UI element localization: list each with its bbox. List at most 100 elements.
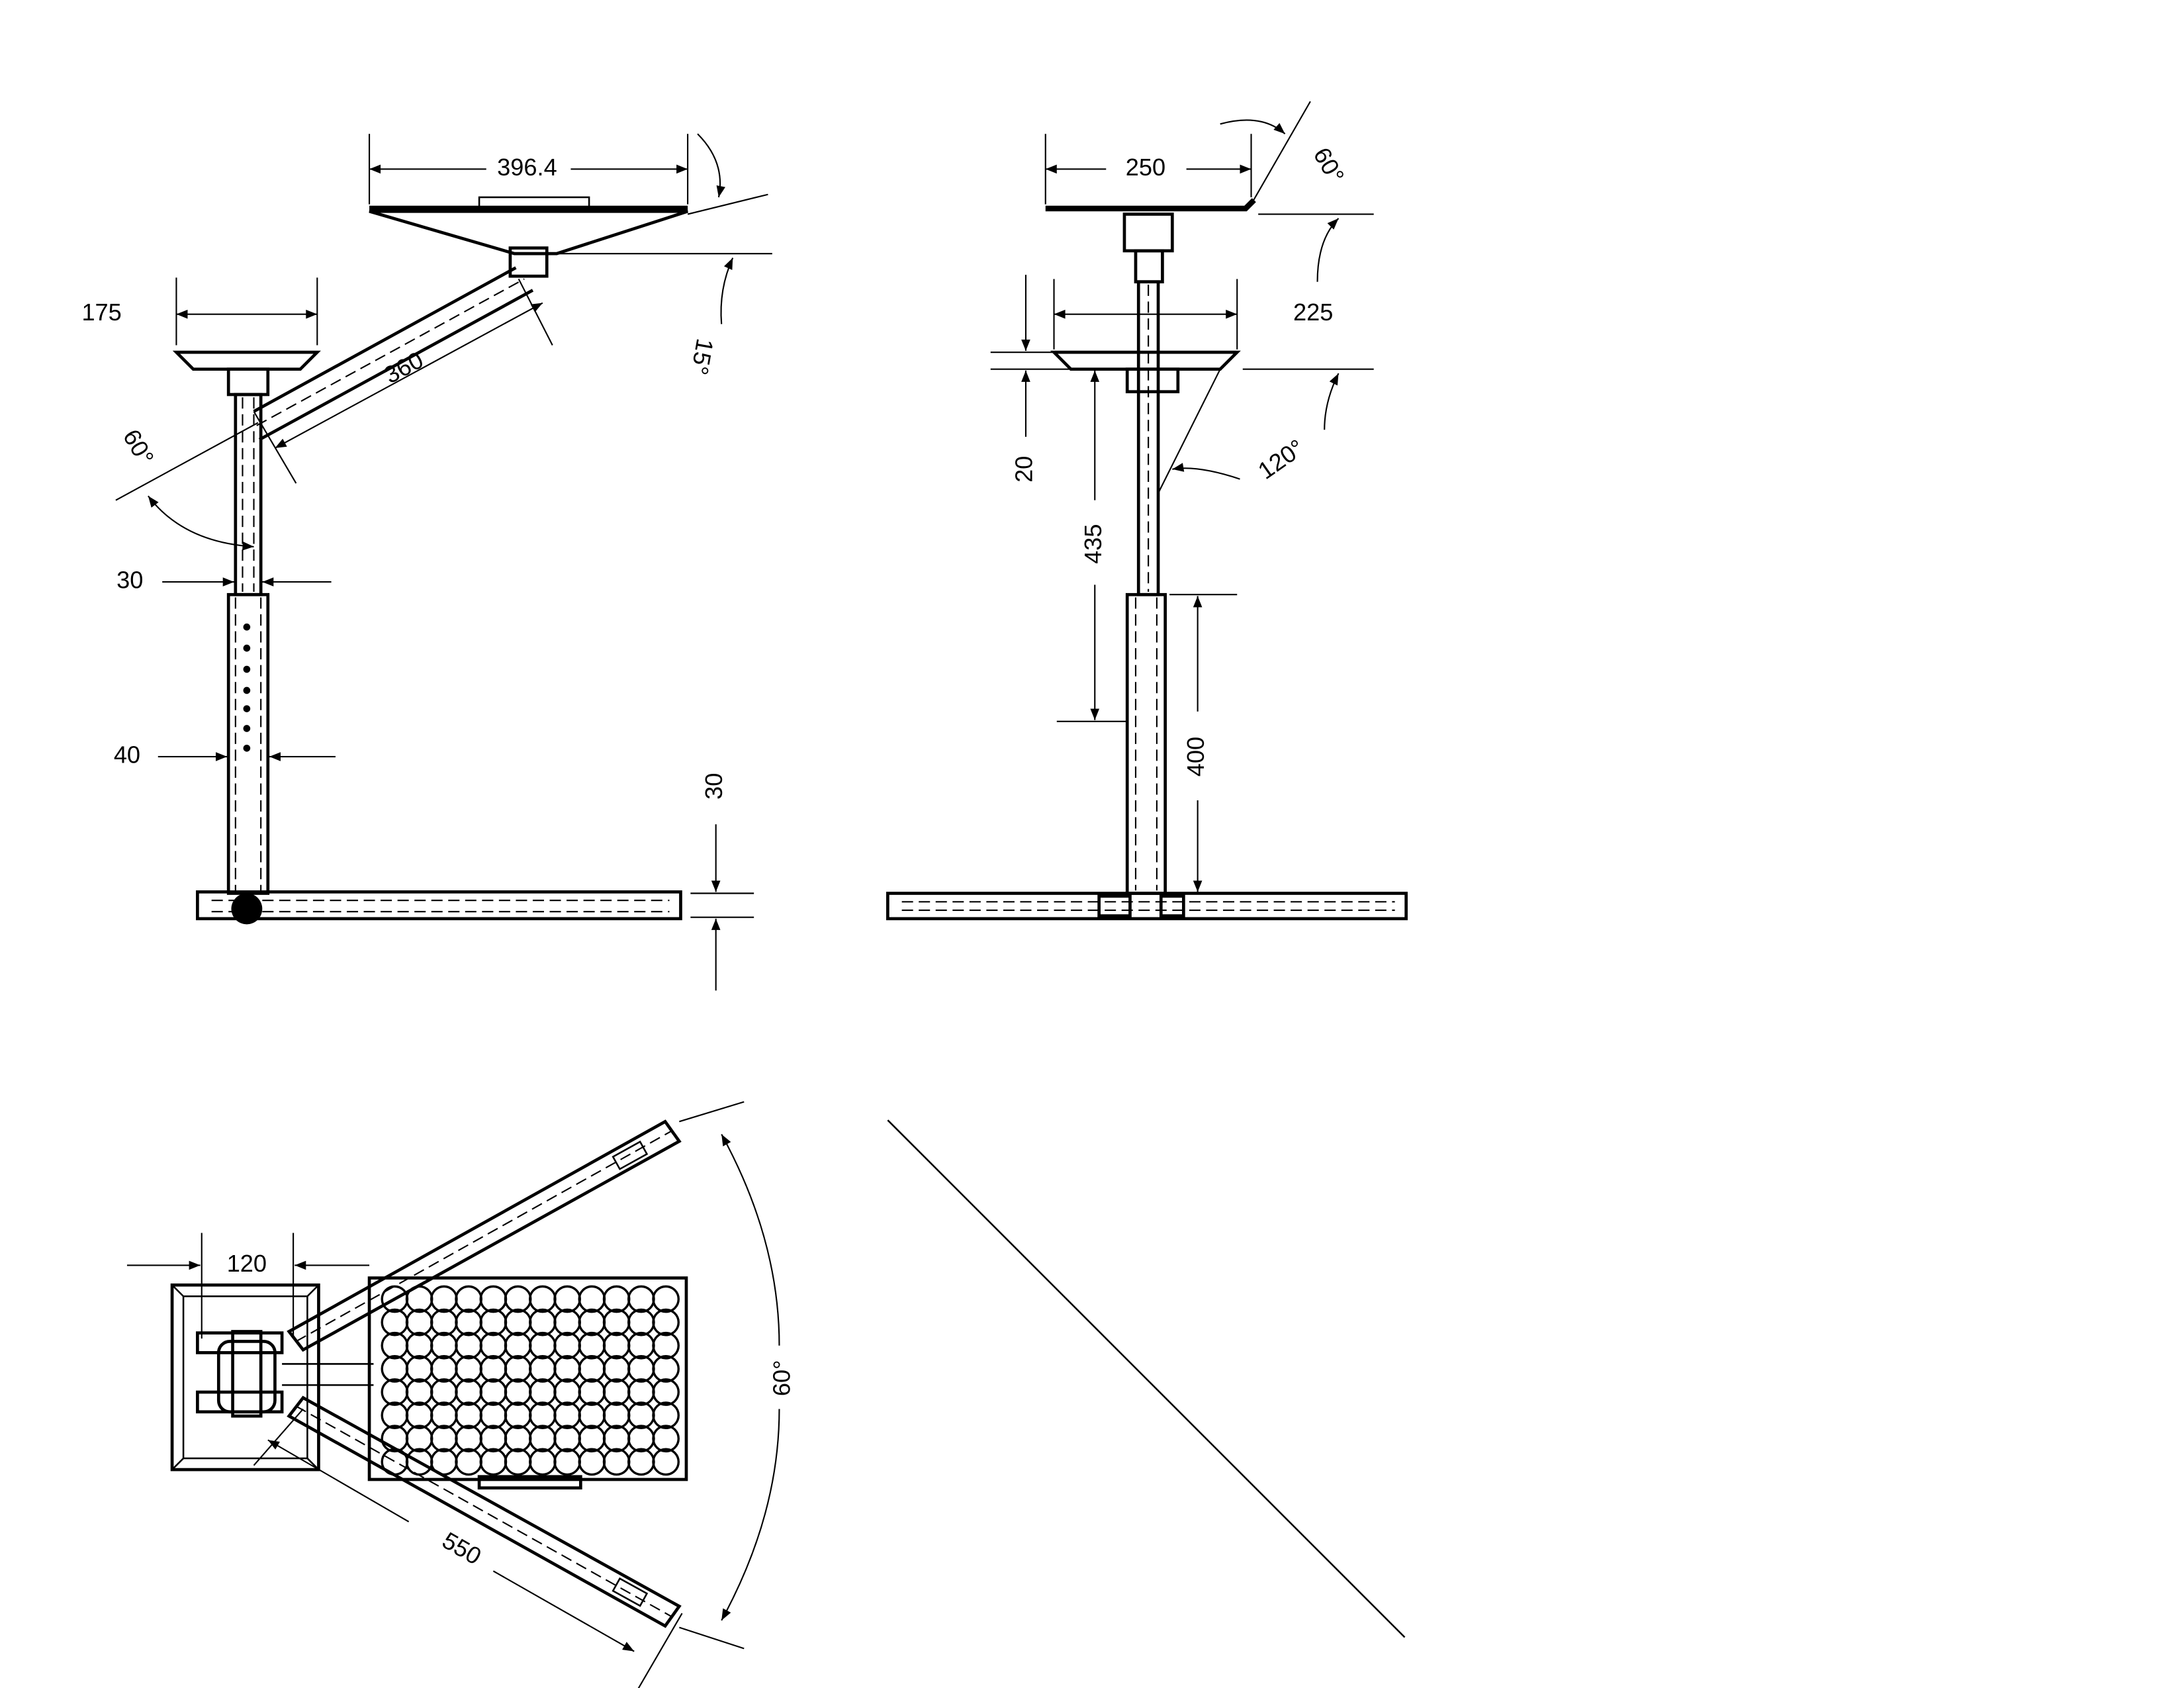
tray-hole: [479, 1331, 508, 1360]
tray-hole: [652, 1308, 680, 1336]
base-plate: [170, 1283, 374, 1472]
dimension-small-tray-angle: 120°: [1158, 368, 1374, 494]
construction-line: [887, 1119, 1406, 1638]
tray-hole: [381, 1378, 409, 1406]
tray-hole: [529, 1285, 557, 1313]
top-view: 120 550 60°: [126, 1101, 795, 1688]
tray-hole: [479, 1448, 508, 1476]
dimension-top-tray-width: 396.4: [368, 134, 689, 205]
tray-hole: [652, 1285, 680, 1313]
tray-hole: [381, 1308, 409, 1336]
tray-hole: [405, 1425, 433, 1453]
dim-label: 400: [1182, 737, 1209, 776]
tray-hole: [381, 1355, 409, 1383]
tray-hole: [553, 1331, 581, 1360]
dim-label: 120: [227, 1250, 267, 1277]
tray-hole: [479, 1355, 508, 1383]
tray-hole: [602, 1401, 631, 1429]
tray-hole: [529, 1331, 557, 1360]
tray-hole: [455, 1425, 482, 1453]
tray-hole: [652, 1378, 680, 1406]
tray-hole: [602, 1355, 631, 1383]
dim-label: 15°: [686, 337, 719, 377]
tray-hole: [602, 1448, 631, 1476]
top-tray: [369, 196, 688, 278]
tray-hole: [405, 1285, 433, 1313]
tray-hole: [652, 1448, 680, 1476]
tray-hole: [627, 1285, 655, 1313]
tray-hole: [430, 1448, 458, 1476]
dimension-tray-tilt: 15°: [549, 133, 772, 377]
side-view: 396.4 175 360 60° 15°: [81, 133, 772, 991]
tray-hole: [553, 1448, 581, 1476]
tray-hole: [504, 1448, 532, 1476]
dim-label: 60°: [768, 1360, 795, 1396]
front-view: 250 60° 225 20 435: [886, 101, 1408, 921]
tray-hole: [529, 1308, 557, 1336]
tray-hole: [578, 1378, 606, 1406]
dim-label: 120°: [1253, 434, 1309, 485]
tray-hole-pattern: [381, 1285, 680, 1476]
dim-label: 30: [116, 567, 143, 594]
tray-hole: [627, 1355, 655, 1383]
dimension-lower-pole-height: 400: [1169, 594, 1238, 892]
tray-hole: [504, 1425, 532, 1453]
small-tray: [1050, 350, 1241, 394]
tray-hole: [578, 1401, 606, 1429]
dim-label: 550: [437, 1526, 486, 1570]
tray-hole: [479, 1378, 508, 1406]
tray-hole: [455, 1378, 482, 1406]
tray-hole: [602, 1308, 631, 1336]
base: [886, 892, 1408, 921]
tray-hole: [627, 1401, 655, 1429]
dim-label: 60°: [1308, 143, 1350, 188]
dimension-top-tray-width: 250: [1044, 134, 1252, 205]
tray-hole: [553, 1355, 581, 1383]
tray-hole: [430, 1355, 458, 1383]
tray-hole: [529, 1425, 557, 1453]
dim-label: 40: [114, 741, 140, 769]
tray-hole: [504, 1308, 532, 1336]
tray-hole: [455, 1285, 482, 1313]
tray-hole: [430, 1378, 458, 1406]
tray-hole: [504, 1401, 532, 1429]
tray-hole: [578, 1285, 606, 1313]
tray-hole: [430, 1285, 458, 1313]
tray-hole: [405, 1401, 433, 1429]
tray-hole: [405, 1331, 433, 1360]
legs: [287, 1119, 682, 1628]
dim-label: 20: [1011, 456, 1038, 483]
tray-hole: [578, 1425, 606, 1453]
tray-hole: [405, 1308, 433, 1336]
tray-hole: [381, 1401, 409, 1429]
top-tray: [1045, 198, 1256, 284]
tray-hole: [553, 1285, 581, 1313]
dimension-lower-pole-dia: 40: [114, 741, 336, 769]
dimension-small-tray-thickness: 20: [990, 275, 1071, 483]
tray-hole: [602, 1378, 631, 1406]
tray-hole: [578, 1331, 606, 1360]
dim-label: 60°: [118, 424, 159, 469]
dimension-base-height: 30: [690, 773, 754, 991]
tray-hole: [430, 1401, 458, 1429]
tray-hole: [504, 1285, 532, 1313]
dim-label: 225: [1293, 299, 1333, 326]
tray-hole: [430, 1331, 458, 1360]
dim-label: 396.4: [497, 154, 557, 181]
tray-hole: [578, 1308, 606, 1336]
tray-hole: [529, 1448, 557, 1476]
tray-hole: [627, 1448, 655, 1476]
tray-hole: [455, 1331, 482, 1360]
tray-hole: [479, 1308, 508, 1336]
tray-hole: [405, 1378, 433, 1406]
tray-hole: [430, 1308, 458, 1336]
tray-hole: [602, 1331, 631, 1360]
tray-hole: [504, 1331, 532, 1360]
tray-top: [367, 1276, 688, 1490]
tray-hole: [529, 1401, 557, 1429]
wheel-icon: [231, 893, 263, 925]
tray-hole: [553, 1401, 581, 1429]
dim-label: 175: [81, 299, 121, 326]
tray-hole: [627, 1425, 655, 1453]
tray-hole: [652, 1331, 680, 1360]
